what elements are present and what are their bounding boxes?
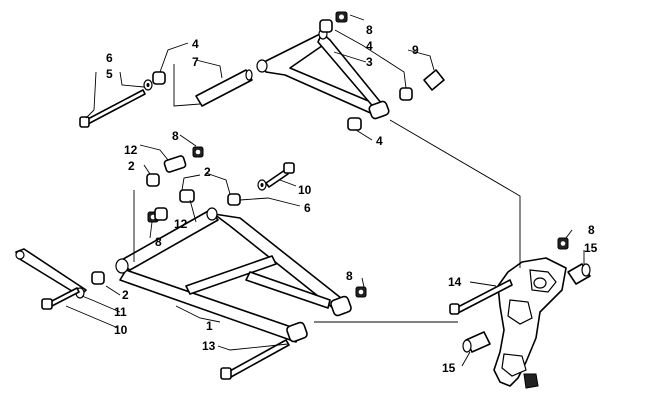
callout-7: 7	[192, 55, 199, 69]
lower-bolt-right	[265, 162, 295, 188]
lower-bushing-1	[146, 173, 160, 187]
lower-pivot-sleeve-2	[179, 189, 195, 203]
callout-10: 10	[298, 183, 312, 197]
callout-12: 12	[174, 217, 188, 231]
callout-4: 4	[366, 39, 373, 53]
callout-8: 8	[172, 129, 179, 143]
callout-6: 6	[106, 51, 113, 65]
callout-4: 4	[376, 134, 383, 148]
lower-nut-top	[192, 146, 204, 158]
callout-9: 9	[412, 43, 419, 57]
callout-12: 12	[124, 143, 138, 157]
upper-nut-top	[335, 11, 348, 23]
leader-lines	[65, 14, 585, 367]
upper-bushing-top	[319, 19, 333, 33]
callout-2: 2	[204, 165, 211, 179]
lower-bushing-right	[227, 193, 241, 206]
callout-6: 6	[304, 201, 311, 215]
callout-8: 8	[155, 235, 162, 249]
callout-1: 1	[206, 319, 213, 333]
callout-3: 3	[366, 55, 373, 69]
callout-8: 8	[588, 223, 595, 237]
knuckle-nut	[557, 237, 569, 250]
lower-pivot-sleeve	[163, 155, 187, 173]
callout-13: 13	[202, 339, 216, 353]
steering-knuckle	[493, 257, 567, 389]
callout-labels: 1 2 2 2 3 4 4 4 5 6 6 7 8 8 8 8 8 9 10 1…	[106, 23, 598, 375]
upper-spacer-sleeve	[195, 69, 253, 107]
upper-spacer-right	[423, 69, 445, 91]
knuckle-pin-upper	[567, 263, 591, 285]
knuckle-bolt	[449, 279, 513, 315]
callout-8: 8	[366, 23, 373, 37]
lower-a-arm	[115, 207, 352, 343]
upper-washer-left	[143, 79, 153, 91]
callout-4: 4	[192, 37, 199, 51]
callout-2: 2	[122, 288, 129, 302]
lower-bushing-front	[91, 271, 105, 285]
upper-bushing-lower	[347, 117, 362, 131]
callout-15: 15	[442, 361, 456, 375]
callout-15: 15	[584, 241, 598, 255]
lower-bolt-front	[41, 287, 80, 310]
callout-10: 10	[114, 323, 128, 337]
lower-washer-right	[257, 179, 267, 191]
callout-14: 14	[448, 275, 462, 289]
lower-long-bolt	[220, 339, 290, 380]
knuckle-pin-lower	[462, 331, 491, 353]
upper-bushing-left	[152, 71, 166, 85]
lower-bushing-mid	[154, 207, 168, 221]
callout-5: 5	[106, 67, 113, 81]
callout-2: 2	[128, 159, 135, 173]
lower-nut-right	[355, 286, 367, 298]
callout-11: 11	[114, 305, 127, 319]
upper-bushing-right	[399, 87, 413, 101]
upper-bolt	[79, 89, 146, 128]
callout-8: 8	[346, 269, 353, 283]
